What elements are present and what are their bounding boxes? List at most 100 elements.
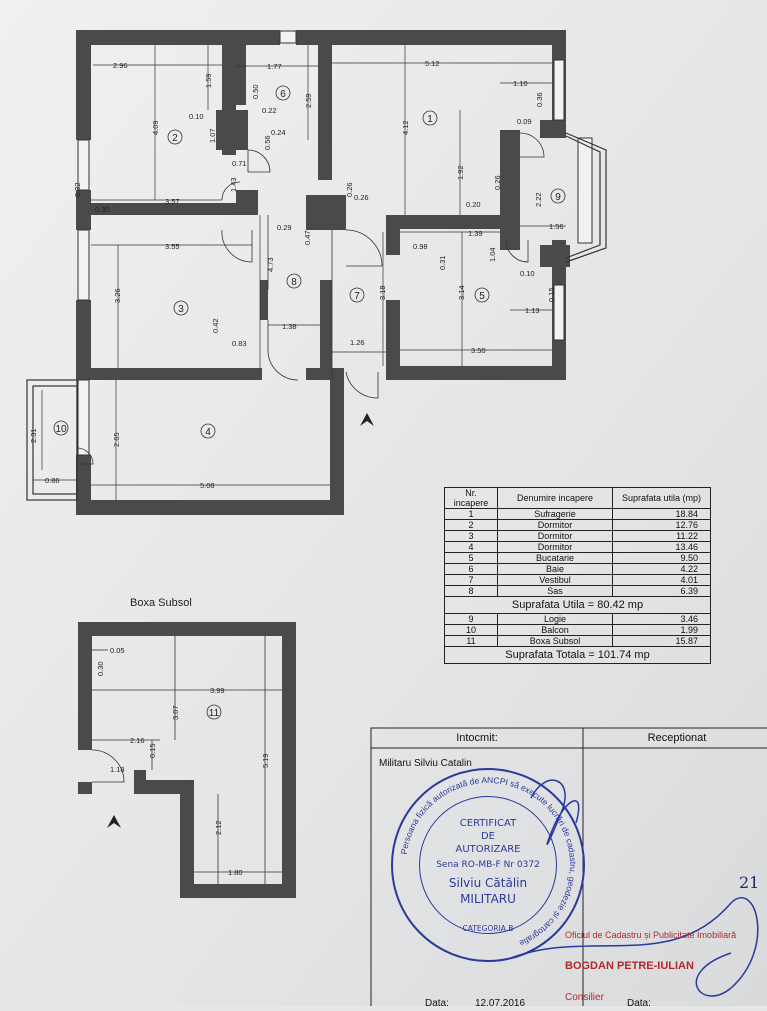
row-area: 6.39 (612, 585, 711, 597)
row-area: 9.50 (612, 552, 711, 564)
room-number: 11 (209, 708, 220, 719)
dim-label: 1.04 (488, 247, 497, 262)
dim-label: 1.92 (456, 165, 465, 180)
room-number: 9 (555, 192, 561, 203)
row-nr: 5 (444, 552, 498, 564)
room-number: 7 (354, 291, 360, 302)
dim-label: 0.56 (263, 135, 272, 150)
dim-label: 0.10 (189, 112, 204, 121)
dim-label: 2.96 (113, 61, 128, 70)
dim-label: 0.20 (466, 200, 481, 209)
handwritten-number: 21 (739, 873, 760, 892)
handwritten-signatures (510, 779, 759, 997)
row-name: Boxa Subsol (497, 635, 613, 647)
dim-label: 0.83 (232, 339, 247, 348)
dim-label: 1.56 (549, 222, 564, 231)
dim-label: 0.30 (96, 661, 105, 676)
row-nr: 4 (444, 541, 498, 553)
row-area: 4.01 (612, 574, 711, 586)
dim-label: 5.08 (200, 481, 215, 490)
dim-label: 4.09 (151, 120, 160, 135)
dim-label: 0.36 (535, 92, 544, 107)
door-swings (76, 132, 545, 465)
util-total: Suprafata Utila = 80.42 mp (444, 596, 711, 614)
basement-dimensions: 0.05 0.30 3.99 3.07 2.16 0.15 5.19 1.18 … (96, 646, 270, 877)
basement-title: Boxa Subsol (130, 597, 192, 609)
entrance-arrow-icon (107, 413, 374, 828)
dim-label: 1.38 (282, 322, 297, 331)
dim-label: 2.59 (304, 93, 313, 108)
dim-label: 0.26 (354, 193, 369, 202)
dim-label: 1.39 (468, 229, 483, 238)
grand-total: Suprafata Totala = 101.74 mp (444, 646, 711, 664)
dim-label: 0.24 (271, 128, 286, 137)
basement-walls (78, 622, 296, 898)
dim-label: 0.32 (73, 182, 82, 197)
dim-label: 0.15 (547, 287, 556, 302)
row-name: Sas (497, 585, 613, 597)
dim-label: 1.18 (110, 765, 125, 774)
dim-label: 0.09 (517, 117, 532, 126)
dim-label: 1.10 (513, 79, 528, 88)
dim-label: 4.73 (266, 257, 275, 272)
dim-label: 0.31 (438, 255, 447, 270)
dimension-labels: 2.96 1.77 5.12 1.10 1.59 0.50 0.22 0.24 … (29, 59, 564, 490)
dim-label: 2.65 (112, 432, 121, 447)
dim-label: 1.13 (525, 306, 540, 315)
signature-section: Intocmit: Receptionat Militaru Silviu Ca… (371, 728, 767, 1009)
row-area: 18.84 (612, 508, 711, 520)
row-name: Vestibul (497, 574, 613, 586)
plan-windows (77, 30, 593, 456)
official-role: Consilier (565, 992, 604, 1003)
stamp-line: Sena RO-MB-F Nr 0372 (436, 860, 540, 870)
dim-label: 0.71 (232, 159, 247, 168)
row-area: 4.22 (612, 563, 711, 575)
stamp-line: Silviu Cătălin (448, 876, 528, 890)
dim-label: 0.30 (95, 205, 110, 214)
dim-label: 0.47 (303, 230, 312, 245)
row-area: 12.76 (612, 519, 711, 531)
authorization-stamp: Persoana fizică autorizată de ANCPI să e… (391, 768, 585, 962)
stamp-line: DE (480, 831, 496, 842)
dim-label: 0.42 (211, 318, 220, 333)
row-area: 15.87 (612, 635, 711, 647)
row-nr: 1 (444, 508, 498, 520)
plan-walls (76, 30, 570, 515)
dim-label: 1.59 (204, 73, 213, 88)
receptionat-header: Receptionat (647, 732, 707, 744)
dim-label: 3.55 (165, 242, 180, 251)
dim-label: 0.05 (110, 646, 125, 655)
room-number: 8 (291, 277, 297, 288)
dim-label: 1.07 (208, 128, 217, 143)
dim-label: 3.18 (378, 285, 387, 300)
row-name: Logie (497, 613, 613, 625)
room-number: 1 (427, 114, 433, 125)
row-name: Dormitor (497, 519, 613, 531)
dim-label: 5.19 (261, 753, 270, 768)
dim-label: 1.80 (228, 868, 243, 877)
dim-label: 3.07 (171, 705, 180, 720)
dimension-lines (33, 45, 566, 500)
row-name: Bucatarie (497, 552, 613, 564)
row-name: Baie (497, 563, 613, 575)
area-table: Nr. incapere Denumire incapere Suprafata… (444, 487, 711, 664)
col-nr-header: Nr. incapere (444, 487, 498, 509)
stamp-line: CATEGORIA B (462, 924, 514, 933)
author-name: Militaru Silviu Catalin (379, 758, 472, 769)
official-name: BOGDAN PETRE-IULIAN (565, 960, 694, 972)
stamp-line: CERTIFICAT (459, 818, 517, 829)
row-nr: 3 (444, 530, 498, 542)
room-number: 4 (205, 427, 211, 438)
stamp-line: MILITARU (460, 892, 516, 906)
row-name: Balcon (497, 624, 613, 636)
